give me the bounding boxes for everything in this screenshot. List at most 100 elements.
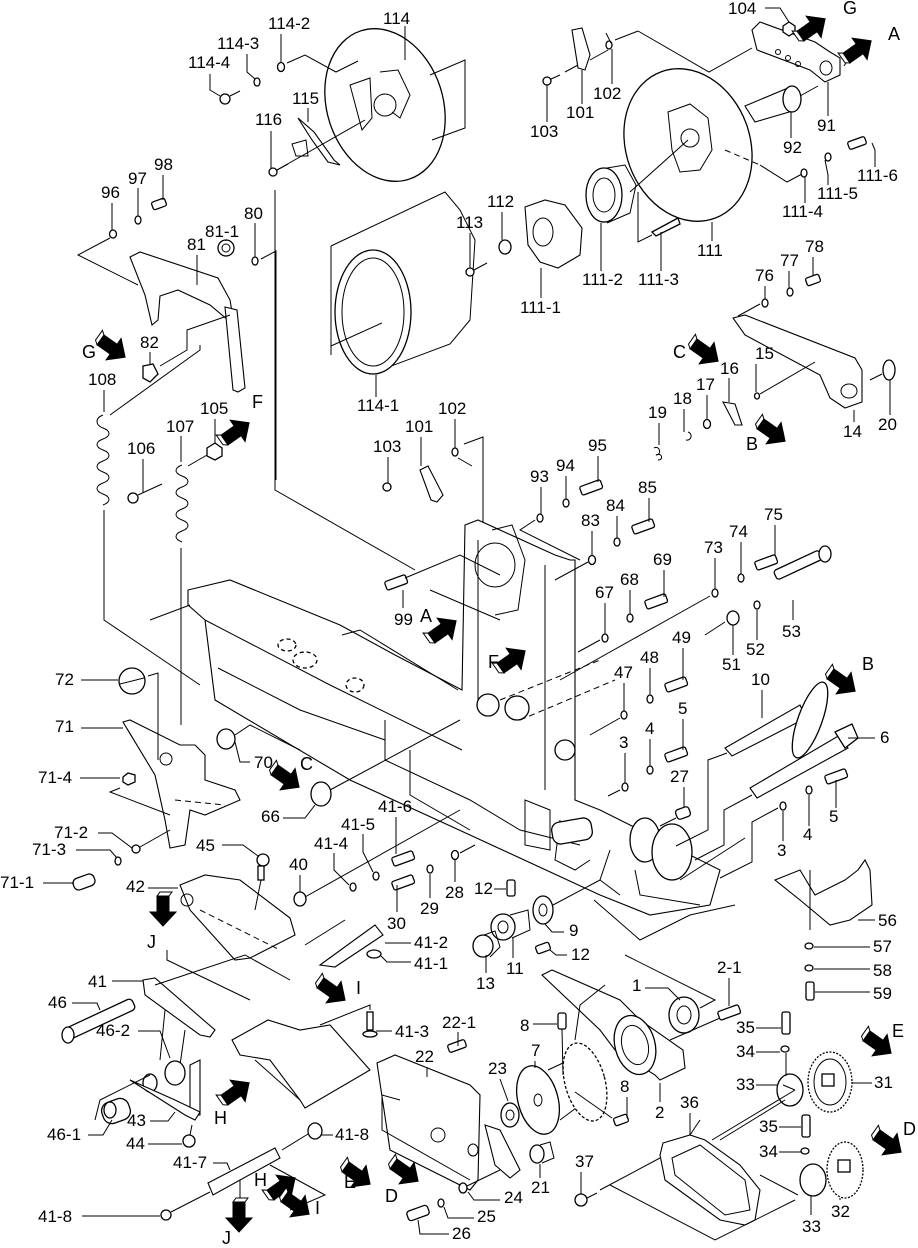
reference-arrow-G2-icon <box>94 329 126 361</box>
part-label-21: 21 <box>531 1178 550 1197</box>
part-label-13: 13 <box>476 974 495 993</box>
part-label-31: 31 <box>874 1073 893 1092</box>
shaft-92 <box>744 85 802 123</box>
screw-59 <box>805 981 815 1001</box>
leader-line-70 <box>234 741 250 763</box>
washer-41-1 <box>366 949 382 959</box>
washer-114-3 <box>253 77 261 87</box>
part-label-111-3: 111-3 <box>638 270 679 289</box>
part-label-4a: 4 <box>645 719 654 738</box>
pin-46 <box>61 998 136 1044</box>
bracket-71 <box>122 719 241 849</box>
screw-111-3 <box>650 217 681 237</box>
part-label-104: 104 <box>728 0 756 18</box>
leader-line-41-1 <box>380 955 411 963</box>
part-label-73: 73 <box>704 538 723 557</box>
part-label-1: 1 <box>632 976 641 995</box>
screw-103-top <box>542 74 561 86</box>
part-label-99: 99 <box>394 610 413 629</box>
part-label-59: 59 <box>873 984 892 1003</box>
part-label-108: 108 <box>88 370 116 389</box>
part-label-44: 44 <box>126 1134 145 1153</box>
leader-line-46-2 <box>138 1030 171 1059</box>
part-label-68: 68 <box>620 570 639 589</box>
washer-41-5 <box>372 871 380 881</box>
part-label-102b: 102 <box>438 399 466 418</box>
washer-71-3 <box>114 856 122 866</box>
reference-arrow-letter-E2: E <box>344 1172 356 1192</box>
leader-line-26 <box>417 1219 449 1235</box>
part-label-8b: 8 <box>620 1077 629 1096</box>
reference-arrow-D2-icon <box>387 1153 419 1185</box>
clip-15 <box>753 392 761 400</box>
leader-line-111-5 <box>824 159 829 185</box>
part-label-98: 98 <box>154 155 173 174</box>
part-label-78: 78 <box>805 237 824 256</box>
washer-114-2 <box>276 61 286 73</box>
reference-arrow-A1-icon <box>837 37 872 64</box>
reference-arrow-H1-icon <box>215 1079 250 1106</box>
reference-arrow-letter-J1: J <box>147 932 156 952</box>
part-label-10: 10 <box>751 670 770 689</box>
part-label-46: 46 <box>48 993 67 1012</box>
collar-33b <box>799 1163 827 1197</box>
part-label-105: 105 <box>200 399 228 418</box>
part-label-41-7: 41-7 <box>173 1153 207 1172</box>
part-label-3a: 3 <box>619 733 628 752</box>
part-label-111-1: 111-1 <box>520 298 561 317</box>
part-label-53: 53 <box>782 622 801 641</box>
part-label-41: 41 <box>88 972 107 991</box>
part-label-94: 94 <box>556 456 575 475</box>
leader-line-45 <box>222 844 259 857</box>
leader-line-71-3 <box>76 849 118 859</box>
part-label-20: 20 <box>878 415 897 434</box>
washer-57 <box>804 942 814 950</box>
washer-94 <box>562 498 570 508</box>
part-label-58: 58 <box>873 961 892 980</box>
main-frame <box>187 519 721 916</box>
part-label-81-1: 81-1 <box>205 222 239 241</box>
screw-45 <box>256 853 270 881</box>
washer-112 <box>498 239 512 255</box>
leader-line-41-5 <box>362 834 374 873</box>
part-label-113: 113 <box>456 213 483 232</box>
reference-arrow-letter-A2: A <box>420 606 432 626</box>
part-label-101b: 101 <box>405 417 433 436</box>
part-81-lever <box>129 251 246 393</box>
part-43 <box>129 1079 201 1121</box>
part-label-41-8a: 41-8 <box>335 1125 369 1144</box>
part-label-6: 6 <box>880 728 889 747</box>
washer-34b <box>800 1147 810 1155</box>
part-label-41-4: 41-4 <box>314 834 348 853</box>
part-label-71-3: 71-3 <box>32 840 66 859</box>
part-label-67: 67 <box>595 583 614 602</box>
screw-95 <box>579 479 604 496</box>
part-101-top <box>571 27 591 71</box>
reference-arrow-letter-F1: F <box>252 392 263 412</box>
part-label-5b: 5 <box>829 807 838 826</box>
leader-line-24 <box>467 1191 500 1201</box>
part-label-22-1: 22-1 <box>442 1013 476 1032</box>
ring-80 <box>251 256 259 266</box>
part-label-37: 37 <box>575 1152 594 1171</box>
part-label-116: 116 <box>255 110 282 129</box>
reference-arrow-letter-B2: B <box>862 654 874 674</box>
part-label-30: 30 <box>387 914 406 933</box>
spring-19 <box>653 446 663 461</box>
washer-93 <box>536 513 544 523</box>
part-label-70: 70 <box>254 753 273 772</box>
part-label-83: 83 <box>581 511 600 530</box>
collar-33a <box>776 1073 804 1107</box>
bracket-41-7 <box>207 1147 281 1196</box>
reference-arrow-G1-icon <box>791 15 826 42</box>
reference-arrow-J1-icon <box>148 891 178 927</box>
bolt-53 <box>773 545 832 580</box>
shaft-6 <box>749 723 859 799</box>
part-label-49: 49 <box>672 628 691 647</box>
sleeve-13 <box>472 930 501 958</box>
part-label-27: 27 <box>670 767 689 786</box>
part-111-1-hub <box>524 199 583 269</box>
part-label-36: 36 <box>680 1093 699 1112</box>
washer-17 <box>702 418 712 430</box>
part-111-disk <box>623 68 753 222</box>
